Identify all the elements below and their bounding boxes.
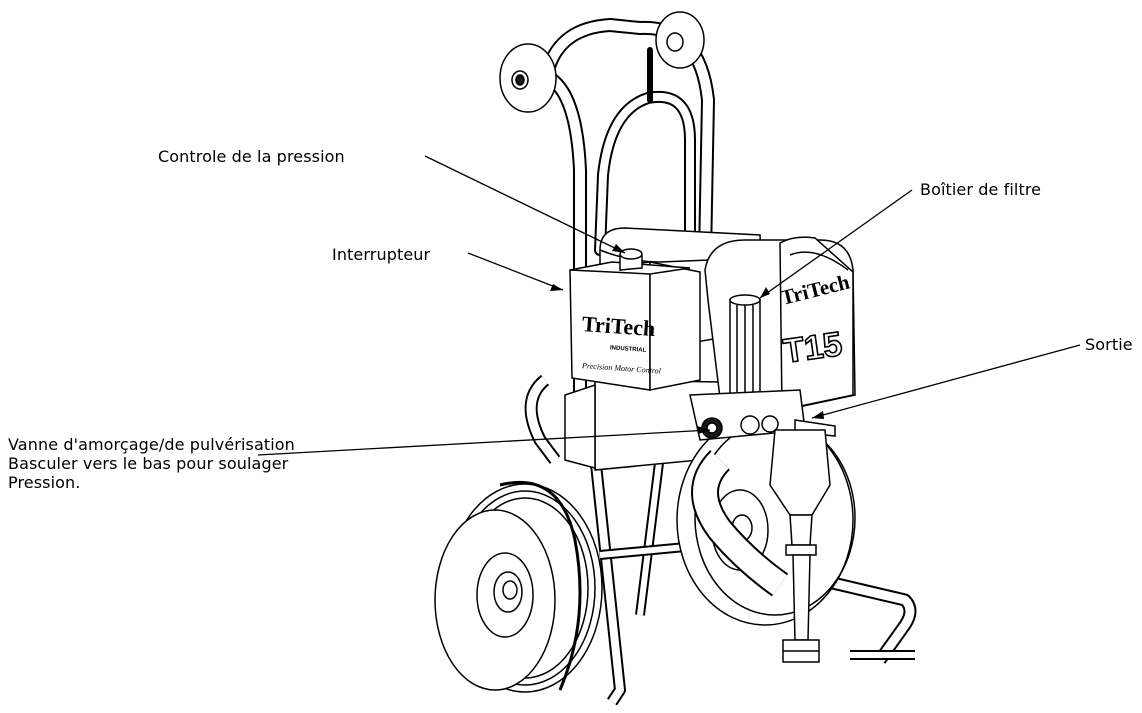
leader-valve bbox=[257, 429, 711, 456]
handle-grip-left bbox=[499, 43, 557, 113]
callout-prime-valve: Vanne d'amorçage/de pulvérisation Bascul… bbox=[8, 435, 295, 492]
leader-pressure bbox=[424, 155, 626, 254]
leader-filter bbox=[759, 189, 913, 299]
callout-prime-valve-line2: Basculer vers le bas pour soulager bbox=[8, 454, 289, 473]
leader-switch bbox=[467, 252, 564, 291]
leader-lines bbox=[257, 155, 1081, 456]
callout-outlet: Sortie bbox=[1085, 335, 1133, 354]
handle-grip-right bbox=[655, 11, 705, 69]
model-badge: T15 bbox=[781, 325, 844, 371]
frame-loop bbox=[691, 450, 789, 597]
left-wheel bbox=[434, 480, 603, 693]
pump-lower bbox=[769, 429, 831, 663]
callout-prime-valve-line3: Pression. bbox=[8, 473, 81, 492]
callout-prime-valve-line1: Vanne d'amorçage/de pulvérisation bbox=[8, 435, 295, 454]
callout-switch: Interrupteur bbox=[332, 245, 431, 264]
filter-housing bbox=[729, 294, 761, 396]
pump-cover bbox=[704, 236, 856, 413]
leader-outlet bbox=[811, 344, 1081, 419]
callout-filter-housing: Boîtier de filtre bbox=[920, 180, 1042, 199]
box-brand-tagline: INDUSTRIAL bbox=[610, 345, 647, 354]
box-brand-logo: TriTech bbox=[581, 311, 656, 341]
control-box bbox=[569, 248, 701, 391]
callout-pressure-control: Controle de la pression bbox=[158, 147, 345, 166]
